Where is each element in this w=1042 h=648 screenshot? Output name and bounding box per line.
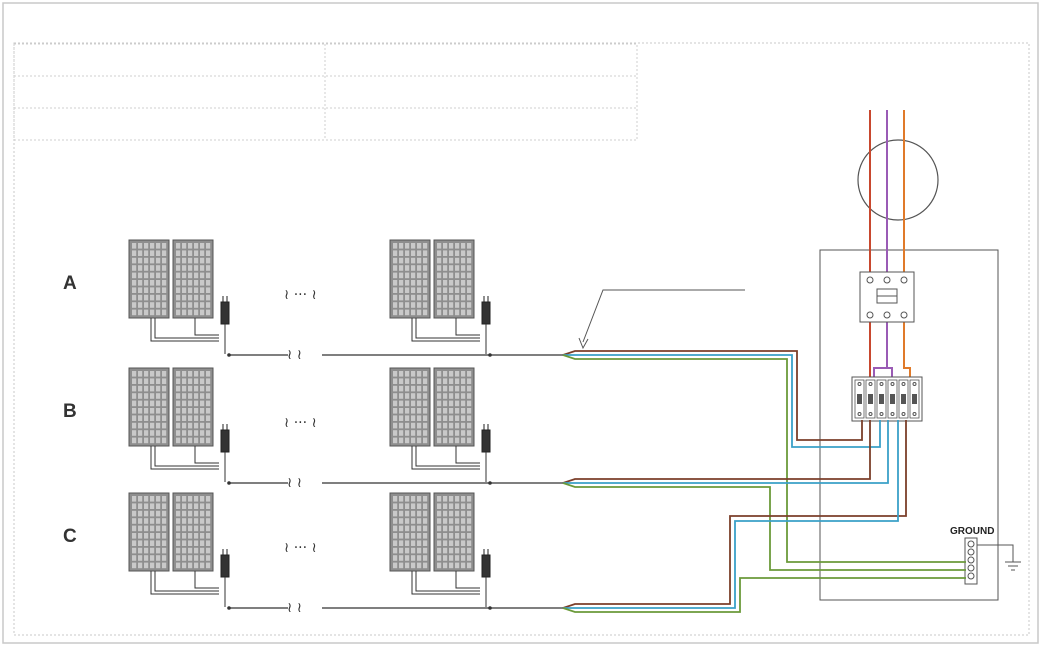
solar-panel: [389, 492, 431, 572]
panel-row: B ≀ ··· ≀ ≀ ≀: [63, 367, 563, 491]
ground-terminal: [964, 537, 1021, 585]
microinverter-icon: [220, 549, 230, 607]
callout-arrow: [582, 289, 745, 343]
solar-panel-pair: [389, 492, 491, 607]
cable-bundle: [562, 420, 966, 571]
row-label: A: [63, 273, 77, 294]
panel-rows: A ≀ ··· ≀ ≀ ≀ B ≀ ··· ≀ ≀ ≀ C ≀ ··· ≀ ≀ ≀: [63, 239, 563, 616]
row-label: B: [63, 401, 77, 422]
solar-panel: [172, 492, 214, 572]
panel-row: C ≀ ··· ≀ ≀ ≀: [63, 492, 563, 616]
solar-panel: [433, 239, 475, 319]
phase-lines: [869, 110, 911, 378]
solar-panel-pair: [128, 239, 230, 354]
panel-row: A ≀ ··· ≀ ≀ ≀: [63, 239, 563, 363]
cable-bundles: [562, 350, 966, 613]
breaker-block: [851, 376, 923, 422]
microinverter-icon: [220, 296, 230, 354]
solar-panel-pair: [128, 367, 230, 482]
earth-symbol-icon: [1005, 561, 1021, 571]
meter-circle: [857, 139, 939, 221]
line-break-icon: ≀ ≀: [287, 600, 302, 616]
cable-bundle: [562, 350, 966, 563]
solar-panel: [128, 367, 170, 447]
solar-panel: [172, 239, 214, 319]
line-break-icon: ≀ ≀: [287, 347, 302, 363]
solar-panel: [389, 367, 431, 447]
microinverter-icon: [481, 296, 491, 354]
solar-panel: [128, 239, 170, 319]
continuation-ellipsis: ≀ ··· ≀: [284, 415, 317, 431]
solar-panel: [172, 367, 214, 447]
line-break-icon: ≀ ≀: [287, 475, 302, 491]
solar-panel: [433, 367, 475, 447]
ground-label: GROUND: [950, 526, 994, 537]
inner-frame: [13, 42, 1030, 636]
cabinet-box: [819, 249, 999, 601]
microinverter-icon: [481, 549, 491, 607]
arrow-head-icon: [578, 337, 589, 350]
continuation-ellipsis: ≀ ··· ≀: [284, 287, 317, 303]
cable-bundle: [562, 420, 966, 613]
continuation-ellipsis: ≀ ··· ≀: [284, 540, 317, 556]
solar-panel: [433, 492, 475, 572]
solar-panel-pair: [389, 239, 491, 354]
microinverter-icon: [220, 424, 230, 482]
microinverter-icon: [481, 424, 491, 482]
solar-panel: [128, 492, 170, 572]
solar-panel-pair: [128, 492, 230, 607]
spec-table: [13, 43, 638, 141]
row-label: C: [63, 526, 77, 547]
solar-panel: [389, 239, 431, 319]
solar-panel-pair: [389, 367, 491, 482]
contactor: [859, 271, 915, 323]
